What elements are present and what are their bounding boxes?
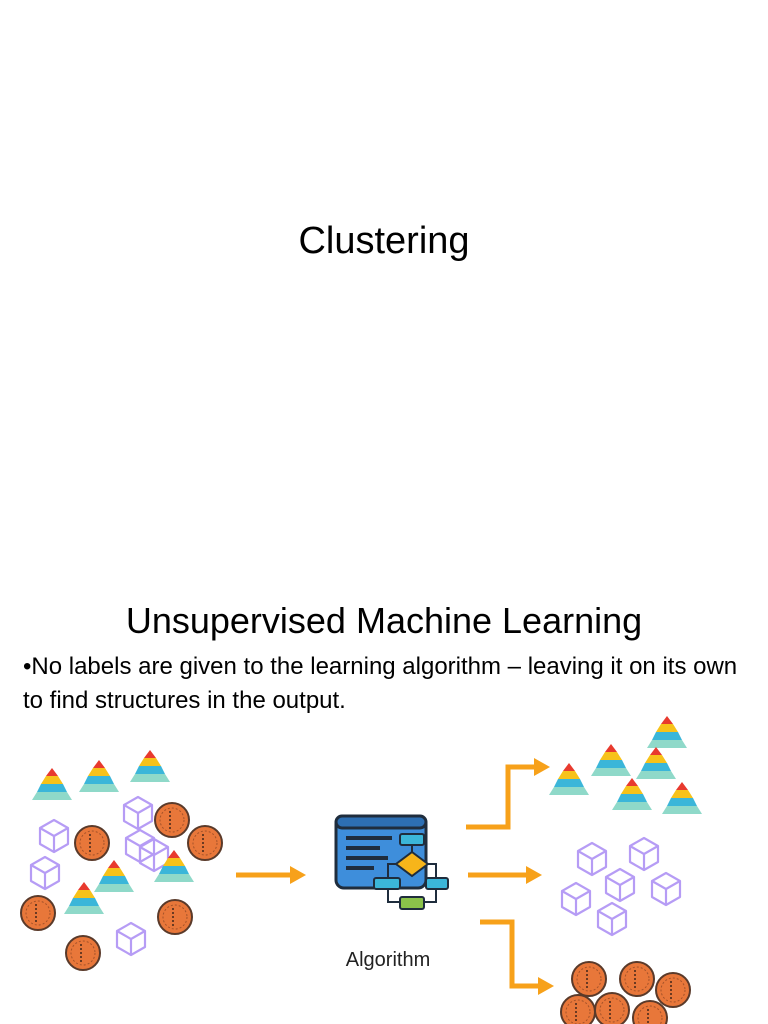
pyramid-icon [662,782,702,814]
coin-icon [571,961,607,997]
pyramid-icon [94,860,134,892]
bullet-text: No labels are given to the learning algo… [23,653,738,714]
pyramid-icon [591,744,631,776]
coin-icon [619,961,655,997]
pyramid-icon [647,716,687,748]
cube-icon [576,841,608,877]
cube-icon [122,795,154,831]
cube-icon [560,881,592,917]
pyramid-icon [612,778,652,810]
cube-icon [604,867,636,903]
coin-icon [20,895,56,931]
pyramid-icon [549,763,589,795]
coin-icon [655,972,691,1008]
coin-icon [560,994,596,1024]
pyramid-icon [32,768,72,800]
bullet-marker: • [23,653,32,680]
cube-icon [115,921,147,957]
pyramid-icon [154,850,194,882]
cube-icon [628,836,660,872]
slide-title: Clustering [298,220,470,262]
clustering-diagram [20,716,702,1024]
cube-icon [650,871,682,907]
cube-cluster [560,836,682,937]
arrow-icon [480,919,554,995]
slide-unsupervised-learning: Unsupervised Machine Learning •No labels… [0,512,768,1024]
arrow-icon [468,866,542,884]
coin-icon [154,802,190,838]
cube-icon [596,901,628,937]
coin-icon [594,992,630,1024]
cube-icon [29,855,61,891]
cube-icon [38,818,70,854]
coin-icon [632,1000,668,1024]
pyramid-cluster [549,716,702,814]
pyramid-icon [79,760,119,792]
algorithm-icon [334,814,449,910]
bullet-point: •No labels are given to the learning alg… [23,650,743,718]
algorithm-label: Algorithm [345,949,431,971]
coin-icon [74,825,110,861]
coin-cluster [560,961,691,1024]
coin-icon [187,825,223,861]
mixed-input-group [20,750,223,971]
coin-icon [157,899,193,935]
slide-clustering: Clustering [298,220,470,262]
slide-title: Unsupervised Machine Learning [125,600,643,641]
pyramid-icon [130,750,170,782]
arrow-icon [466,758,550,830]
coin-icon [65,935,101,971]
arrow-icon [236,866,306,884]
pyramid-icon [636,747,676,779]
